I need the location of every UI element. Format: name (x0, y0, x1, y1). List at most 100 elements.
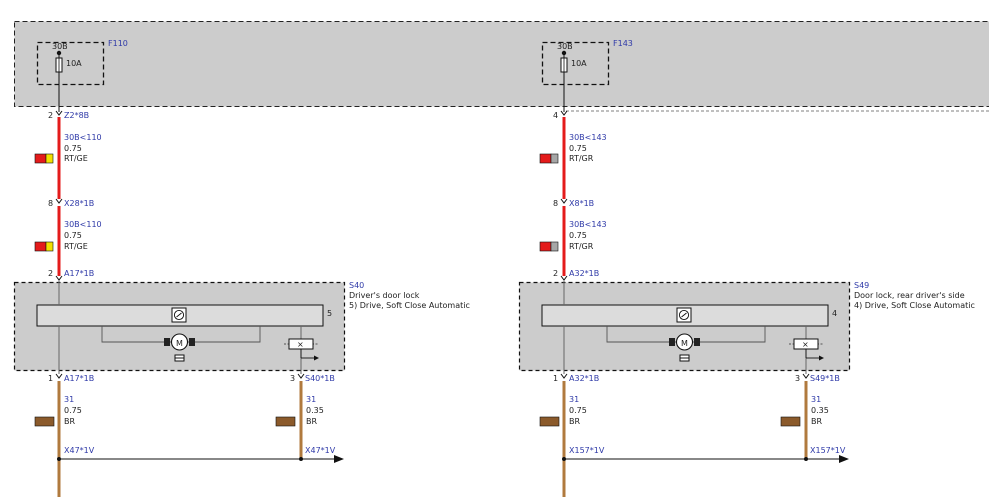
splice-dot (57, 457, 61, 461)
splice-name: X47*1V (64, 446, 95, 455)
motor-icon-letter: M (681, 339, 688, 348)
control-bar-pin: 4 (832, 309, 837, 318)
control-unit-icon-mark (681, 312, 687, 318)
connector-mark (560, 275, 568, 281)
motor-icon-letter: M (176, 339, 183, 348)
component-id: S49 (854, 281, 869, 290)
connector-mark (560, 198, 568, 204)
component-id: S40 (349, 281, 364, 290)
wire-color-swatch-brown (34, 416, 55, 427)
wire-color-code: RT/GE (64, 242, 88, 251)
control-unit-icon-ring (678, 309, 690, 321)
motor-icon (170, 333, 189, 351)
splice-dot (299, 457, 303, 461)
motor-terminal-right (189, 338, 195, 346)
motor-terminal-right (694, 338, 700, 346)
switch-icon-mark: × (297, 340, 304, 349)
connector-mark (55, 275, 63, 281)
connector-pin: 8 (48, 199, 53, 208)
wire-color-code: RT/GE (64, 154, 88, 163)
wire-gauge: 0.35 (306, 406, 324, 415)
wire-color-code: BR (64, 417, 75, 426)
wire-color-swatch-grey (550, 153, 559, 164)
wire-color-code: RT/GR (569, 154, 594, 163)
ground-arrow-icon (839, 455, 849, 463)
wire-gauge: 0.75 (569, 406, 587, 415)
connector-name: Z2*8B (64, 111, 89, 120)
control-bar-pin: 5 (327, 309, 332, 318)
wire-color-swatch-red (539, 153, 552, 164)
connector-mark (55, 373, 63, 379)
wire-gauge: 0.75 (64, 406, 82, 415)
wire-signal: 30B<110 (64, 133, 102, 142)
fuse-frame (541, 41, 610, 86)
fuse-rating-label: 10A (66, 59, 82, 68)
wire-signal: 30B<143 (569, 133, 607, 142)
connector-pin: 4 (553, 111, 558, 120)
wire-color-swatch-brown (539, 416, 560, 427)
fuse-rating-label: 10A (571, 59, 587, 68)
fuse-box-panel (14, 21, 989, 107)
splice-name: X157*1V (569, 446, 605, 455)
ground-arrow-name: X157*1V (810, 446, 846, 455)
wire-color-code: BR (811, 417, 822, 426)
connector-name: X8*1B (569, 199, 594, 208)
connector-mark (560, 373, 568, 379)
connector-pin: 3 (795, 374, 800, 383)
wire-color-swatch-brown (275, 416, 296, 427)
connector-name: A17*1B (64, 269, 94, 278)
component-note: 4) Drive, Soft Close Automatic (854, 301, 975, 310)
wire-color-swatch-grey (550, 241, 559, 252)
wire-gauge: 0.35 (811, 406, 829, 415)
wire-color-code: BR (569, 417, 580, 426)
switch-icon-mark: × (802, 340, 809, 349)
connector-mark (297, 373, 305, 379)
connector-pin: 2 (48, 111, 53, 120)
wire-color-code: BR (306, 417, 317, 426)
wire-signal: 31 (64, 395, 74, 404)
connector-pin: 1 (48, 374, 53, 383)
wire-gauge: 0.75 (569, 231, 587, 240)
connector-pin: 2 (553, 269, 558, 278)
control-unit-icon-ring (173, 309, 185, 321)
connector-name: A17*1B (64, 374, 94, 383)
circuit-left: 30B 10A F110 2 Z2*8B 30B<110 0.75 RT/GE … (13, 39, 470, 497)
switch-arrow-icon (314, 355, 319, 361)
connector-pin: 1 (553, 374, 558, 383)
connector-name: S40*1B (305, 374, 335, 383)
connector-mark (55, 198, 63, 204)
connector-name: S49*1B (810, 374, 840, 383)
component-name: Door lock, rear driver's side (854, 291, 965, 300)
fuse-id-label: F110 (108, 39, 128, 48)
connector-mark (802, 373, 810, 379)
wire-gauge: 0.75 (64, 144, 82, 153)
fuse-terminal-label: 30B (52, 42, 68, 51)
wire-signal: 31 (569, 395, 579, 404)
circuit-right: 30B 10A F143 4 30B<143 0.75 RT/GR 8 X8*1… (518, 39, 975, 497)
connector-pin: 2 (48, 269, 53, 278)
wire-color-swatch-red (34, 153, 47, 164)
component-note: 5) Drive, Soft Close Automatic (349, 301, 470, 310)
connector-pin: 3 (290, 374, 295, 383)
connector-name: A32*1B (569, 269, 599, 278)
connector-mark (55, 110, 63, 116)
wire-gauge: 0.75 (569, 144, 587, 153)
wire-signal: 31 (811, 395, 821, 404)
wire-color-swatch-yellow (45, 153, 54, 164)
connector-mark (560, 110, 568, 116)
switch-arrow-icon (819, 355, 824, 361)
ground-arrow-name: X47*1V (305, 446, 336, 455)
connector-name: A32*1B (569, 374, 599, 383)
fuse-terminal-label: 30B (557, 42, 573, 51)
wire-color-code: RT/GR (569, 242, 594, 251)
connector-name: X28*1B (64, 199, 94, 208)
wire-signal: 31 (306, 395, 316, 404)
wire-signal: 30B<110 (64, 220, 102, 229)
splice-dot (804, 457, 808, 461)
control-unit-icon-mark (176, 312, 182, 318)
splice-dot (562, 457, 566, 461)
ground-arrow-icon (334, 455, 344, 463)
wire-color-swatch-red (539, 241, 552, 252)
motor-icon (675, 333, 694, 351)
